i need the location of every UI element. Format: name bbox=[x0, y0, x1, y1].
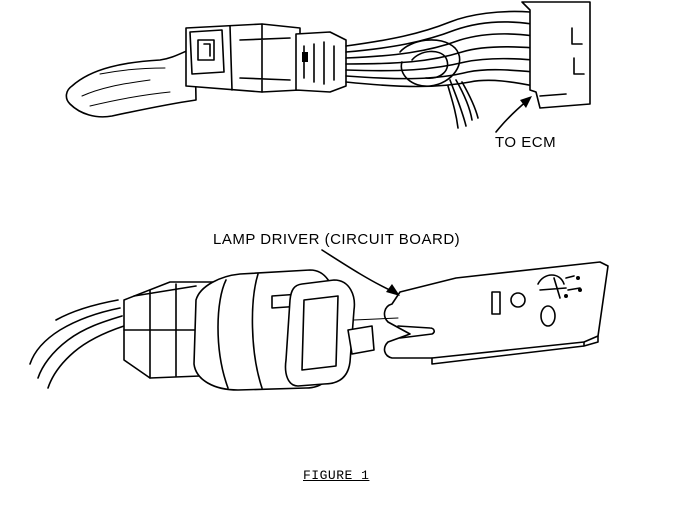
board-edge-thickness bbox=[431, 335, 599, 365]
bottom-lamp-driver-assembly bbox=[29, 249, 609, 391]
ecm-connector-details bbox=[539, 27, 585, 97]
lamp-driver-arrowhead bbox=[386, 284, 400, 296]
bottom-wires bbox=[29, 299, 125, 389]
bottom-latch-tab bbox=[347, 325, 375, 355]
figure-caption: FIGURE 1 bbox=[303, 468, 370, 483]
top-lock-slot bbox=[197, 39, 215, 61]
bottom-rear-ridges bbox=[123, 283, 227, 379]
lamp-driver-leader bbox=[321, 249, 395, 293]
top-dangling-wires bbox=[447, 79, 479, 129]
bottom-front-collar bbox=[284, 279, 356, 387]
ecm-connector bbox=[521, 1, 591, 109]
to-ecm-leader bbox=[495, 99, 529, 133]
top-connector-lock-tab bbox=[189, 29, 225, 75]
board-components bbox=[491, 274, 582, 327]
bottom-sleeve-rings bbox=[217, 273, 263, 389]
top-wire-bundle bbox=[345, 10, 535, 88]
top-mating-key bbox=[302, 52, 308, 62]
to-ecm-label: TO ECM bbox=[495, 134, 557, 151]
top-connector-ribs bbox=[229, 23, 291, 93]
to-ecm-arrowhead bbox=[520, 96, 532, 108]
top-sheath-texture bbox=[81, 67, 171, 107]
lamp-driver-label: LAMP DRIVER (CIRCUIT BOARD) bbox=[213, 231, 461, 248]
top-wire-loop bbox=[399, 39, 461, 87]
board-edge-slot bbox=[397, 325, 435, 339]
bottom-collar-inner bbox=[301, 295, 339, 371]
insertion-guide bbox=[353, 317, 399, 321]
top-harness-assembly bbox=[65, 1, 591, 133]
